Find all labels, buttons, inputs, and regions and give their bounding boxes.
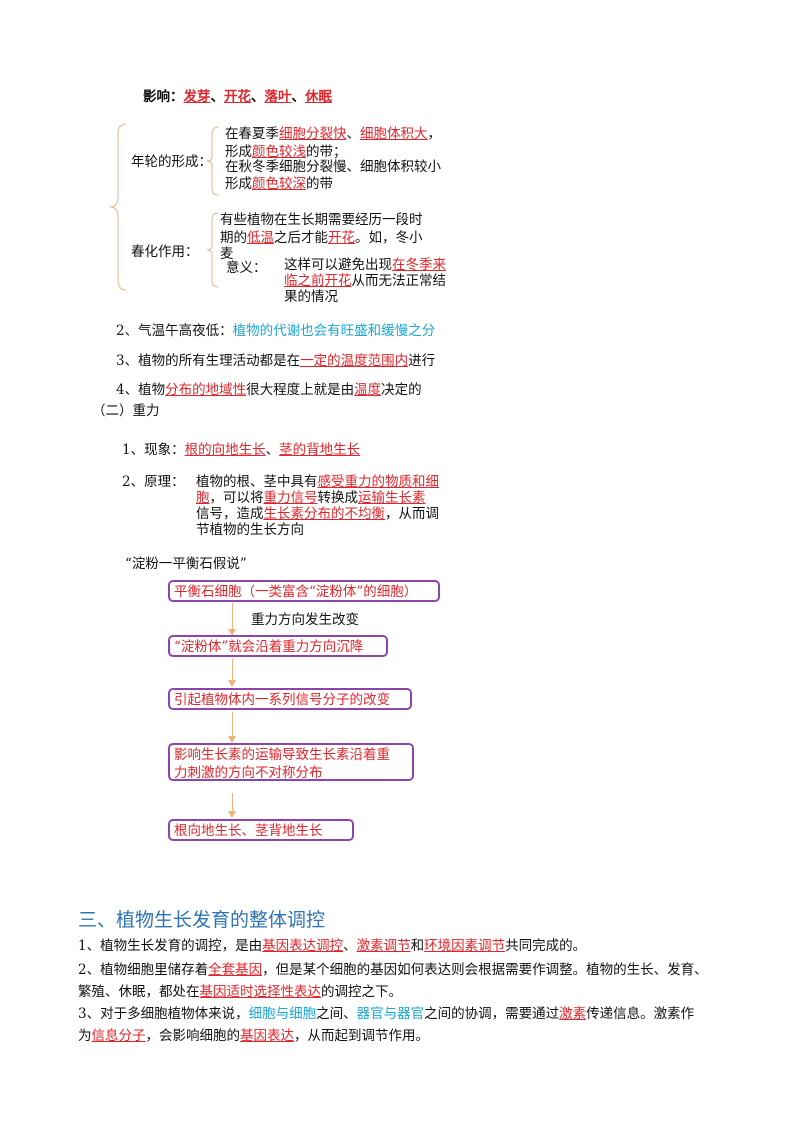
flow-box-4: 影响生长素的运输导致生长素沿着重 力刺激的方向不对称分布	[168, 743, 414, 781]
flow-arrow	[232, 603, 233, 631]
flow-box-2: “淀粉体”就会沿着重力方向沉降	[168, 635, 388, 657]
section-3-para-2a: 2、植物细胞里储存着全套基因，但是某个细胞的基因如何表达则会根据需要作调整。植物…	[78, 962, 708, 978]
flow-arrow	[232, 793, 233, 813]
flow-arrow-head	[228, 680, 236, 687]
ring-line-2: 形成颜色较浅的带；	[225, 144, 347, 160]
point-3: 3、植物的所有生理活动都是在一定的温度范围内进行	[116, 353, 436, 369]
flow-arrow	[232, 658, 233, 682]
vern-meaning-label: 意义：	[226, 260, 267, 276]
flow-note-1: 重力方向发生改变	[251, 612, 359, 628]
section-3-title: 三、植物生长发育的整体调控	[78, 909, 326, 931]
flow-arrow-head	[228, 811, 236, 818]
vern-line-1: 有些植物在生长期需要经历一段时	[220, 212, 423, 228]
point-2: 2、气温午高夜低：植物的代谢也会有旺盛和缓慢之分	[116, 323, 436, 339]
ring-line-3: 在秋冬季细胞分裂慢、细胞体积较小	[225, 159, 441, 175]
gravity-title: （二）重力	[92, 403, 160, 419]
section-3-para-3a: 3、对于多细胞植物体来说，细胞与细胞之间、器官与器官之间的协调，需要通过激素传递…	[78, 1006, 695, 1022]
vern-meaning-3: 果的情况	[284, 289, 338, 305]
vern-meaning-2: 临之前开花从而无法正常结	[284, 273, 446, 289]
vernalization-label: 春化作用：	[131, 244, 199, 260]
flow-box-1: 平衡石细胞（一类富含“淀粉体”的细胞）	[168, 580, 440, 602]
section-3-para-1: 1、植物生长发育的调控，是由基因表达调控、激素调节和环境因素调节共同完成的。	[78, 938, 587, 954]
flow-title: “淀粉一平衡石假说”	[125, 556, 247, 572]
flow-box-5: 根向地生长、茎背地生长	[168, 819, 354, 841]
ring-brace	[206, 126, 219, 196]
influence-label: 影响：	[143, 89, 184, 105]
outer-brace	[109, 123, 127, 291]
principle-line-4: 节植物的生长方向	[196, 522, 304, 538]
influence-item: 落叶	[264, 89, 292, 105]
influence-item: 发芽	[183, 89, 211, 105]
principle-line-2: 胞，可以将重力信号转换成运输生长素	[196, 490, 426, 506]
principle-line-3: 信号，造成生长素分布的不均衡，从而调	[196, 506, 439, 522]
influence-item: 开花	[224, 89, 251, 105]
vern-line-3: 麦	[220, 246, 234, 262]
gravity-principle-label: 2、原理：	[122, 474, 185, 490]
vern-line-2: 期的低温之后才能开花。如，冬小	[220, 230, 423, 246]
flow-arrow-head	[228, 736, 236, 743]
influence-item: 休眠	[305, 89, 332, 105]
flow-box-3: 引起植物体内一系列信号分子的改变	[168, 688, 412, 710]
flow-arrow	[232, 712, 233, 738]
ring-label: 年轮的形成：	[131, 154, 212, 170]
ring-line-1: 在春夏季细胞分裂快、细胞体积大，	[225, 126, 441, 142]
section-3-para-2b: 繁殖、休眠，都处在基因适时选择性表达的调控之下。	[78, 984, 402, 1000]
vern-meaning-1: 这样可以避免出现在冬季来	[284, 257, 446, 273]
flow-arrow-head	[228, 629, 236, 636]
influence-line: 影响：发芽、开花、落叶、休眠	[143, 89, 332, 105]
point-4: 4、植物分布的地域性很大程度上就是由温度决定的	[116, 382, 422, 398]
principle-line-1: 植物的根、茎中具有感受重力的物质和细	[196, 474, 439, 490]
vern-brace	[206, 212, 219, 288]
ring-line-4: 形成颜色较深的带	[225, 176, 333, 192]
section-3-para-3b: 为信息分子，会影响细胞的基因表达，从而起到调节作用。	[78, 1028, 429, 1044]
gravity-phenomenon: 1、现象：根的向地生长、茎的背地生长	[122, 442, 361, 458]
